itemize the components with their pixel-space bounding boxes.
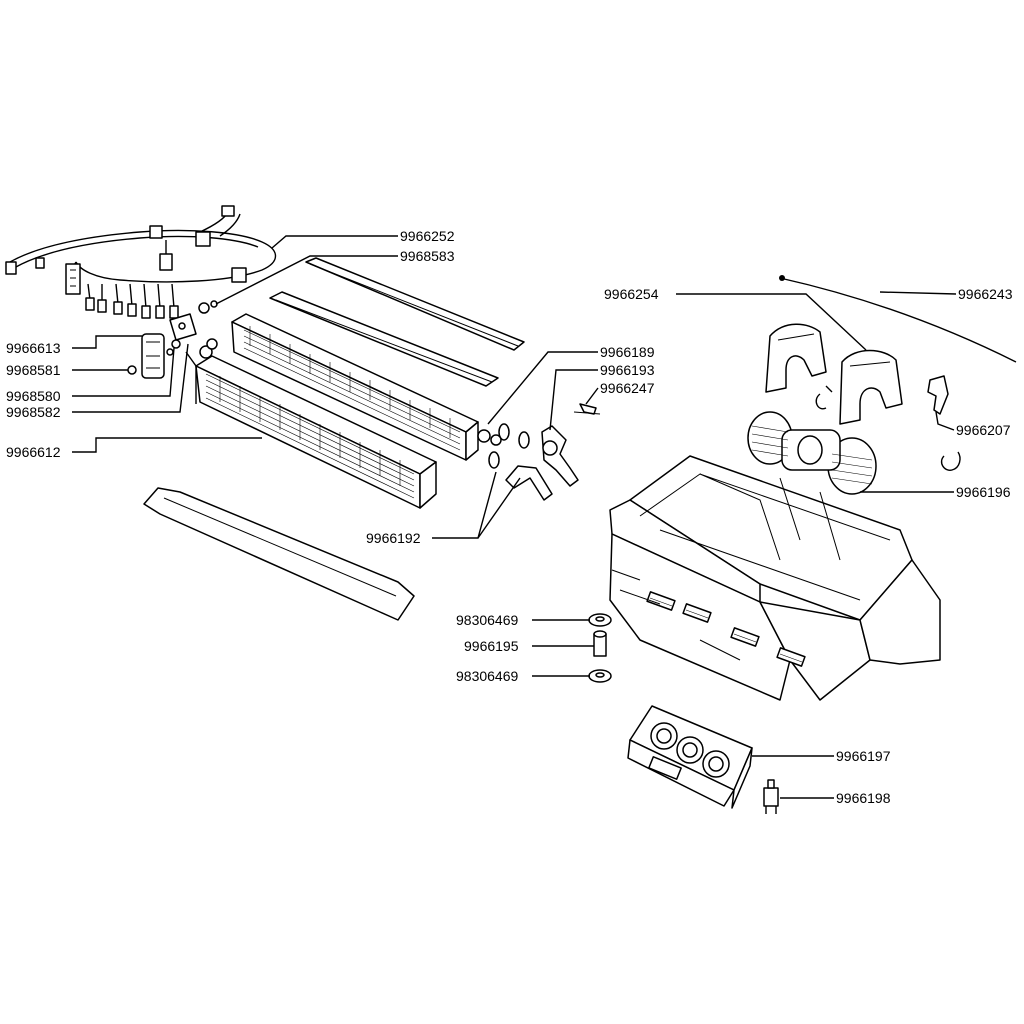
callout-9966192: 9966192 [366, 530, 421, 546]
expansion-valve [127, 300, 218, 379]
callout-9968582: 9968582 [6, 404, 61, 420]
callout-9966612: 9966612 [6, 444, 61, 460]
wiring-harness [5, 205, 277, 319]
pipe-fittings [488, 403, 601, 501]
callout-9968581: 9968581 [6, 362, 61, 378]
leader-lines [72, 235, 957, 799]
flap-link [815, 375, 961, 471]
callout-9966196: 9966196 [956, 484, 1011, 500]
callout-9966198: 9966198 [836, 790, 891, 806]
callout-98306469-bottom: 98306469 [456, 668, 519, 684]
callout-9968583: 9968583 [400, 248, 455, 264]
grommets-spacer [588, 613, 612, 683]
callout-9966193: 9966193 [600, 362, 655, 378]
callout-9968580: 9968580 [6, 388, 61, 404]
callout-9966243: 9966243 [958, 286, 1013, 302]
callout-98306469-top: 98306469 [456, 612, 519, 628]
callout-9966613: 9966613 [6, 340, 61, 356]
control-panel [627, 705, 753, 809]
callout-9966247: 9966247 [600, 380, 655, 396]
heater-housing [609, 455, 941, 701]
callout-9966252: 9966252 [400, 228, 455, 244]
callout-labels: 9966252 9968583 9966613 9968581 9968580 … [6, 228, 1013, 806]
callout-9966254: 9966254 [604, 286, 659, 302]
blower-motor [747, 411, 877, 495]
blower-volutes [765, 323, 903, 425]
callout-9966207: 9966207 [956, 422, 1011, 438]
callout-9966195: 9966195 [464, 638, 519, 654]
blower-switch [763, 779, 779, 814]
evaporator-core [231, 313, 502, 461]
foam-strips [269, 257, 525, 387]
heater-core [185, 338, 437, 509]
control-cable [779, 275, 1017, 363]
callout-9966189: 9966189 [600, 344, 655, 360]
callout-9966197: 9966197 [836, 748, 891, 764]
seal-strip [143, 487, 415, 621]
